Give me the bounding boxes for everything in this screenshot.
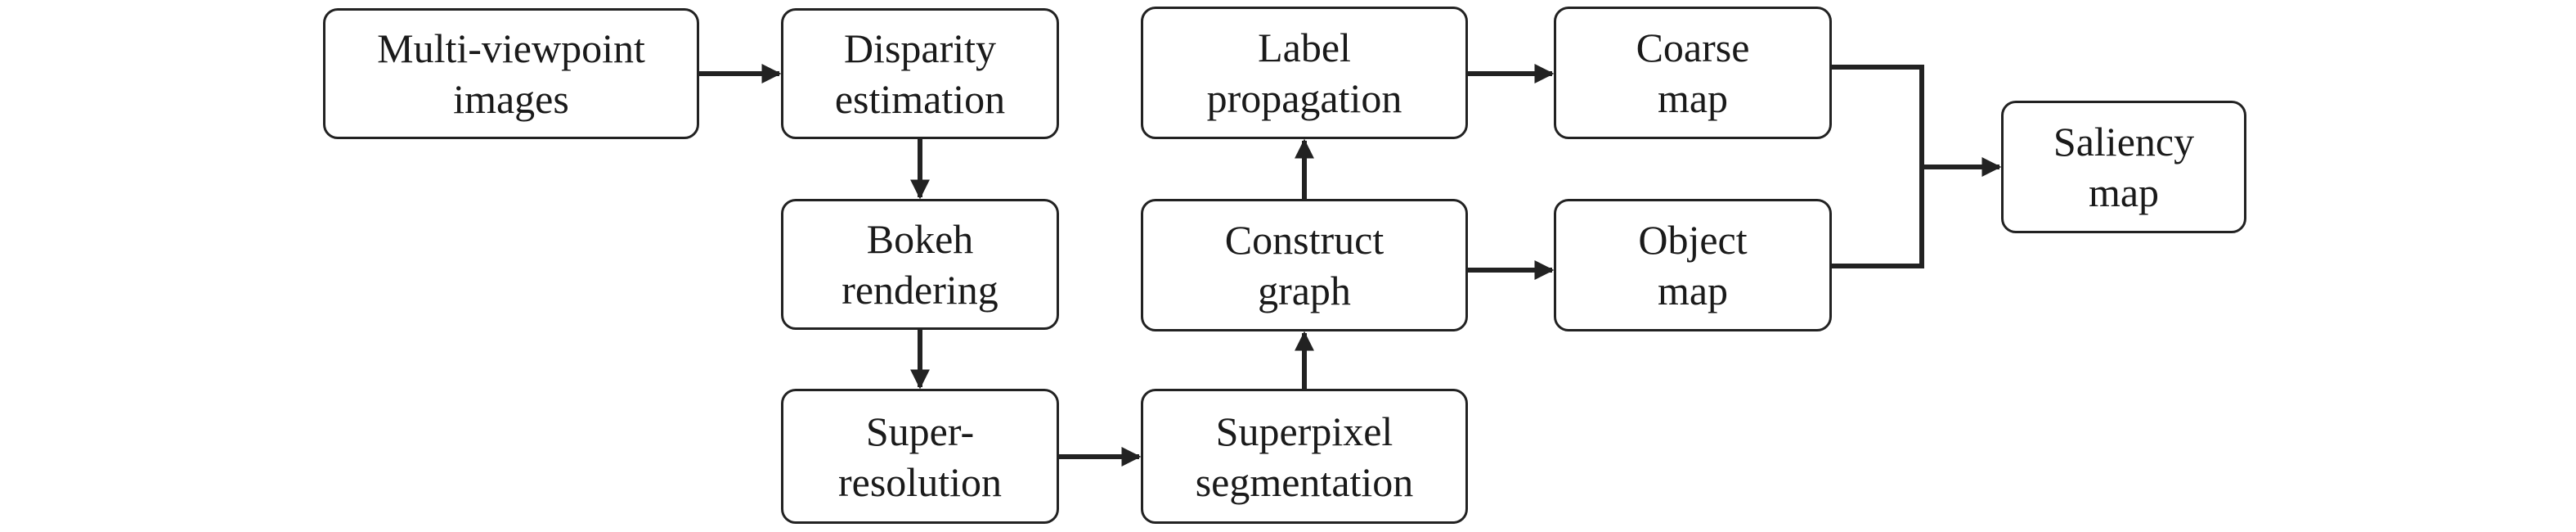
- node-superpixel-segmentation: Superpixel segmentation: [1141, 389, 1468, 524]
- node-bokeh-rendering: Bokeh rendering: [781, 199, 1059, 330]
- node-label-line2: images: [453, 76, 569, 122]
- node-label-line2: map: [1657, 268, 1729, 313]
- connector-object-to-junction: [1832, 167, 1924, 268]
- node-label-line2: graph: [1258, 268, 1351, 313]
- connector-coarse-to-junction: [1832, 65, 1924, 167]
- node-label-line2: map: [1657, 75, 1729, 121]
- node-label-propagation: Label propagation: [1141, 7, 1468, 139]
- node-object-map: Object map: [1554, 199, 1832, 331]
- node-label-line1: Super-: [865, 408, 975, 454]
- node-label-line1: Disparity: [843, 25, 997, 71]
- node-label-line1: Bokeh: [866, 216, 974, 262]
- node-disparity-estimation: Disparity estimation: [781, 8, 1059, 139]
- node-label-line2: resolution: [838, 458, 1002, 505]
- node-label-line2: map: [2088, 169, 2160, 215]
- node-label-line1: Multi-viewpoint: [377, 25, 645, 71]
- node-saliency-map: Saliency map: [2001, 101, 2246, 233]
- node-super-resolution: Super- resolution: [781, 389, 1059, 524]
- node-coarse-map: Coarse map: [1554, 7, 1832, 139]
- node-multi-viewpoint-images: Multi-viewpoint images: [323, 8, 699, 139]
- node-label-line1: Coarse: [1636, 25, 1750, 70]
- node-label-line2: propagation: [1206, 75, 1402, 121]
- node-label-line1: Superpixel: [1215, 408, 1393, 454]
- node-label-line2: estimation: [834, 76, 1006, 122]
- node-label-line1: Object: [1638, 217, 1748, 263]
- node-label-line1: Label: [1258, 25, 1351, 70]
- node-label-line2: rendering: [841, 267, 999, 313]
- node-construct-graph: Construct graph: [1141, 199, 1468, 331]
- node-label-line1: Saliency: [2053, 119, 2195, 165]
- node-label-line2: segmentation: [1195, 458, 1414, 505]
- node-label-line1: Construct: [1224, 217, 1384, 263]
